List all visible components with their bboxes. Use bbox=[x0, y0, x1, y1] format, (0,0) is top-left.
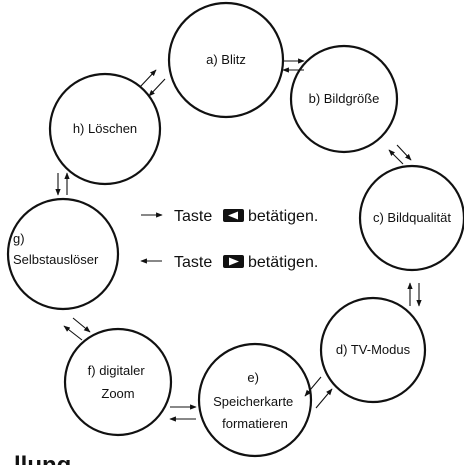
node-tv-modus-label: d) TV-Modus bbox=[336, 342, 411, 357]
arrow-f-to-g bbox=[63, 325, 83, 341]
node-loeschen: h) Löschen bbox=[48, 72, 162, 186]
arrow-d-to-e bbox=[304, 376, 322, 397]
node-bildgroesse: b) Bildgröße bbox=[289, 44, 399, 154]
legend: Taste betätigen. Taste betätigen. bbox=[140, 208, 318, 271]
node-speicherkarte-label: e) Speicherkarte formatieren bbox=[213, 370, 297, 431]
legend-backward-text-after: betätigen. bbox=[248, 254, 318, 271]
node-blitz: a) Blitz bbox=[167, 1, 285, 119]
node-tv-modus: d) TV-Modus bbox=[319, 296, 427, 404]
arrow-b-to-c bbox=[396, 144, 412, 161]
node-loeschen-label: h) Löschen bbox=[73, 121, 137, 136]
right-key-icon bbox=[223, 255, 244, 268]
node-speicherkarte: e) Speicherkarte formatieren bbox=[197, 342, 313, 458]
truncated-heading: ...llung... bbox=[0, 452, 91, 465]
legend-backward-text-before: Taste bbox=[174, 254, 212, 271]
legend-forward-text-before: Taste bbox=[174, 208, 212, 225]
node-blitz-label: a) Blitz bbox=[206, 52, 246, 67]
arrow-c-to-b bbox=[388, 149, 404, 165]
connectors bbox=[55, 58, 422, 422]
node-digitaler-zoom-label: f) digitaler Zoom bbox=[88, 363, 149, 401]
arrow-g-to-f bbox=[72, 317, 91, 333]
node-bildqualitaet: c) Bildqualität bbox=[358, 164, 464, 272]
node-bildqualitaet-label: c) Bildqualität bbox=[373, 210, 451, 225]
legend-forward-text-after: betätigen. bbox=[248, 208, 318, 225]
node-bildgroesse-label: b) Bildgröße bbox=[309, 91, 380, 106]
left-key-icon bbox=[223, 209, 244, 222]
arrow-a-to-h bbox=[148, 78, 166, 97]
legend-forward: Taste betätigen. bbox=[141, 208, 318, 225]
arrow-h-to-a bbox=[139, 69, 157, 88]
node-digitaler-zoom: f) digitaler Zoom bbox=[63, 327, 173, 437]
node-selbstausloeser-label: g) Selbstauslöser bbox=[13, 231, 99, 267]
arrow-e-to-d bbox=[315, 388, 333, 409]
legend-backward: Taste betätigen. bbox=[140, 254, 318, 271]
node-selbstausloeser: g) Selbstauslöser bbox=[6, 197, 120, 311]
